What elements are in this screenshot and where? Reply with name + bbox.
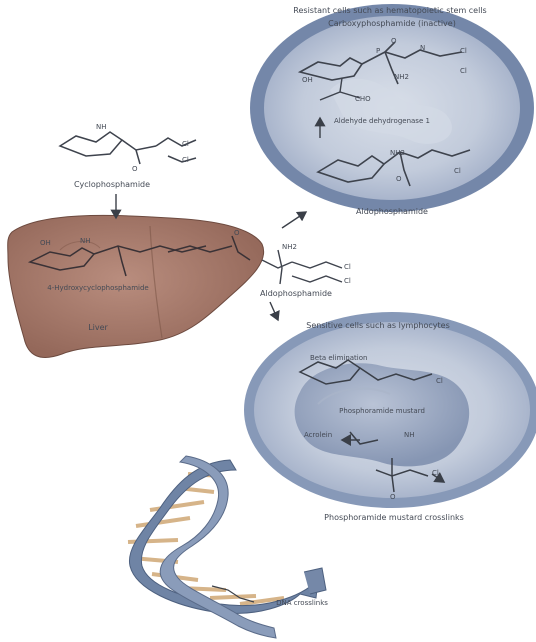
dna-crosslinks-label: DNA crosslinks [276, 600, 328, 607]
cyclophosphamide-structure [60, 132, 196, 164]
atom-nh2-mid: NH2 [390, 150, 405, 157]
atom-cl-mid-ext: Cl [344, 264, 351, 271]
cyclophosphamide-label: Cyclophosphamide [74, 181, 150, 189]
atom-cl-mid-ext-2: Cl [344, 278, 351, 285]
aldophosphamide-top-label: Aldophosphamide [356, 208, 428, 216]
phosphoramide-mustard-label: Phosphoramide mustard [339, 408, 425, 415]
phosphoramide-mustard-crosslinks-label: Phosphoramide mustard crosslinks [324, 514, 464, 522]
aldophosphamide-mid-label: Aldophosphamide [260, 290, 332, 298]
atom-o-liver: O [234, 230, 240, 237]
atom-n-top: N [420, 45, 425, 52]
sensitive-cells-heading: Sensitive cells such as lymphocytes [306, 322, 450, 330]
atom-nh2-mid-ext: NH2 [282, 244, 297, 251]
atom-cl-sens: Cl [436, 378, 443, 385]
atom-ho-liver: OH [40, 240, 51, 247]
atom-cho-top: CHO [355, 96, 371, 103]
liver-label: Liver [88, 324, 108, 332]
atom-cl-top-2: Cl [460, 68, 467, 75]
atom-cl-top: Cl [460, 48, 467, 55]
atom-o-mid: O [396, 176, 402, 183]
aldehyde-dehydrogenase-label: Aldehyde dehydrogenase 1 [334, 118, 430, 125]
atom-ho-top: OH [302, 77, 313, 84]
atom-nh-liver: NH [80, 238, 91, 245]
beta-elimination-label: Beta elimination [310, 355, 367, 362]
liver-metabolite-label: 4-Hydroxycyclophosphamide [47, 285, 148, 292]
resistant-cells-heading: Resistant cells such as hematopoietic st… [293, 7, 486, 15]
atom-p-top: P [376, 48, 380, 55]
atom-nh-cyclo: NH [96, 124, 107, 131]
atom-cl-cyclo: Cl [182, 141, 189, 148]
atom-nh-sens: NH [404, 432, 415, 439]
resistant-cell [250, 4, 534, 212]
acrolein-label: Acrolein [304, 432, 332, 439]
carboxyphosphamide-label: Carboxyphosphamide (inactive) [328, 20, 456, 28]
atom-cl-cyclo-2: Cl [182, 157, 189, 164]
atom-cl-sens-2: Cl [432, 470, 439, 477]
atom-o-cyclo: O [132, 166, 138, 173]
atom-nh2-top: NH2 [394, 74, 409, 81]
atom-o-top: O [391, 38, 397, 45]
atom-cl-mid: Cl [454, 168, 461, 175]
aldophosphamide-structure-mid [262, 250, 342, 284]
atom-o-sens: O [390, 494, 396, 501]
